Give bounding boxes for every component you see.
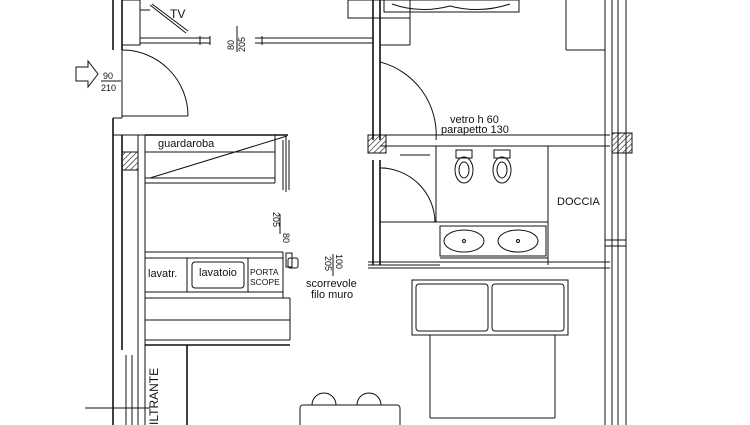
sliding-door-height: 205 xyxy=(323,256,333,271)
wall-pillar-left xyxy=(121,151,139,171)
sliding-label-line1: scorrevole xyxy=(306,278,357,290)
wardrobe-label: guardaroba xyxy=(158,138,215,150)
wardrobe xyxy=(145,134,290,192)
bathroom xyxy=(379,146,549,265)
laundry-area xyxy=(145,251,299,341)
broom-label-line2: SCOPE xyxy=(250,277,280,287)
tv-label: TV xyxy=(170,7,185,21)
entry-door-height: 210 xyxy=(101,83,116,93)
glass-partition xyxy=(380,134,610,147)
top-door-height: 205 xyxy=(237,37,247,52)
double-bed xyxy=(411,279,569,419)
corridor-walls xyxy=(85,344,290,425)
mid-door-width: 80 xyxy=(281,233,291,243)
top-door-width: 80 xyxy=(226,40,236,50)
mid-door-height: 205 xyxy=(271,212,281,227)
wall-pillar-center xyxy=(367,134,387,154)
entry-door xyxy=(121,49,189,118)
vertical-partial-label: ILTRANTE xyxy=(147,368,161,425)
sliding-label-line2: filo muro xyxy=(311,289,353,301)
glass-label-line2: parapetto 130 xyxy=(441,124,509,136)
tv-niche xyxy=(121,0,211,46)
sliding-door xyxy=(368,261,610,269)
dining-table xyxy=(299,392,401,425)
right-wall xyxy=(604,0,627,425)
left-wall xyxy=(112,0,146,425)
broom-label-line1: PORTA xyxy=(250,267,279,277)
top-furniture xyxy=(347,0,605,51)
entry-arrow xyxy=(75,59,99,89)
sink-tub-label: lavatoio xyxy=(199,267,237,279)
bathroom-door xyxy=(379,61,437,141)
glass-label-line1: vetro h 60 xyxy=(450,114,499,126)
shower-label: DOCCIA xyxy=(557,196,600,208)
entry-door-width: 90 xyxy=(103,71,113,81)
sliding-door-width: 100 xyxy=(334,254,344,269)
washing-machine-label: lavatr. xyxy=(148,268,177,280)
wall-pillar-right xyxy=(611,132,633,154)
